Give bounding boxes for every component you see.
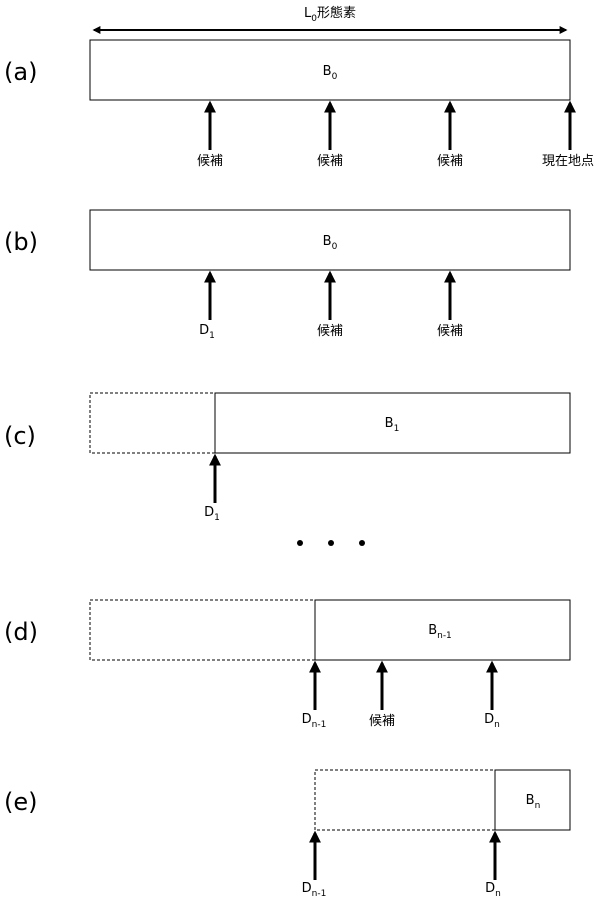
ellipsis-dot [359,540,365,546]
arrow-label-a-2: 候補 [317,154,343,169]
arrow-label-d-1: Dn-1 [302,712,327,730]
arrow-label-b-3: 候補 [437,324,463,339]
box-label-b: B0 [323,234,338,252]
panel-e: (e) Bn Dn-1 Dn [4,769,571,899]
segment-box-a [89,39,571,101]
box-label-d: Bn-1 [428,623,452,641]
span-label: L0形態素 [304,5,356,24]
panel-c: (c) B1 D1 [4,392,571,523]
panel-label-e: (e) [4,788,38,816]
panel-d: (d) Bn-1 Dn-1 候補 Dn [4,599,571,730]
panel-label-c: (c) [4,422,36,450]
arrow-label-a-4: 現在地点 [542,154,594,169]
ellipsis-dot [328,540,334,546]
box-label-c: B1 [385,416,400,434]
span-indicator: L0形態素 [92,5,568,34]
consumed-region-e [314,769,496,831]
arrow-label-d-2: 候補 [369,714,395,729]
segment-box-b [89,209,571,271]
arrow-label-e-2: Dn [485,881,501,899]
ellipsis-dot [297,540,303,546]
arrow-label-a-1: 候補 [197,154,223,169]
segment-box-c [214,392,571,454]
arrow-label-b-2: 候補 [317,324,343,339]
segment-box-d [314,599,571,661]
segment-box-e [494,769,571,831]
consumed-region-c [89,392,216,454]
arrow-label-c-1: D1 [204,505,220,523]
box-label-a: B0 [323,64,338,82]
panel-label-b: (b) [4,228,38,256]
panel-label-d: (d) [4,618,38,646]
panel-b: (b) B0 D1 候補 候補 [4,209,571,341]
arrow-label-e-1: Dn-1 [302,881,327,899]
consumed-region-d [89,599,316,661]
ellipsis [297,540,365,546]
panel-a: (a) B0 候補 候補 候補 現在地点 [4,39,594,169]
box-label-e: Bn [526,793,541,811]
arrow-label-d-3: Dn [484,712,500,730]
panel-label-a: (a) [4,58,37,86]
arrow-label-a-3: 候補 [437,154,463,169]
arrow-label-b-1: D1 [199,323,215,341]
